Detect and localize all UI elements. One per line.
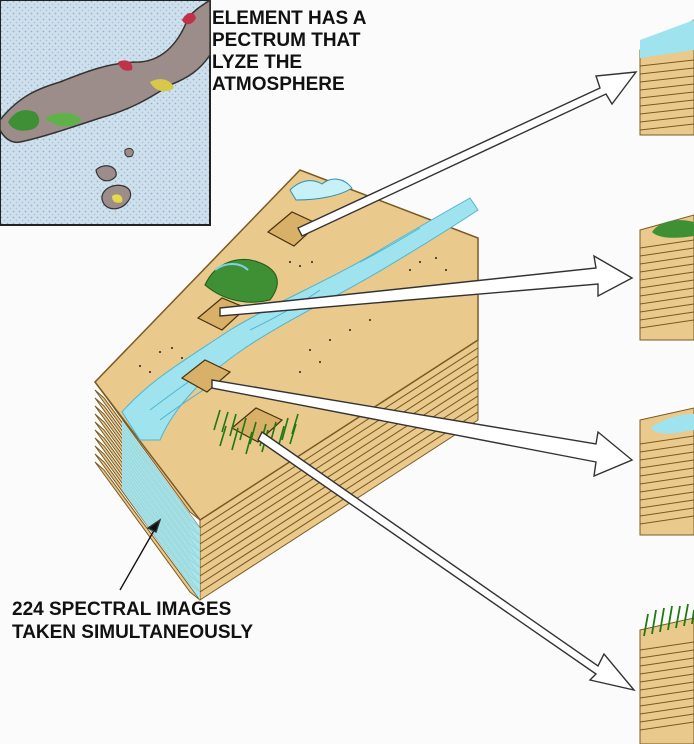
top-caption-line-2: PECTRUM THAT	[212, 30, 366, 52]
spectral-stack-vegetation	[640, 215, 694, 340]
top-caption-line-3: LYZE THE	[212, 52, 366, 74]
top-caption-line-1: ELEMENT HAS A	[212, 8, 366, 30]
top-caption: ELEMENT HAS A PECTRUM THAT LYZE THE ATMO…	[212, 8, 366, 96]
hyperspectral-cube	[95, 170, 478, 600]
top-caption-line-4: ATMOSPHERE	[212, 74, 366, 96]
cube-caption: 224 SPECTRAL IMAGES TAKEN SIMULTANEOUSLY	[12, 598, 253, 644]
inset-map	[0, 0, 210, 225]
cube-caption-line-2: TAKEN SIMULTANEOUSLY	[12, 621, 253, 644]
cube-caption-line-1: 224 SPECTRAL IMAGES	[12, 598, 253, 621]
spectral-stack-forest	[640, 604, 694, 744]
arrow-fourth	[258, 432, 634, 690]
spectral-stacks	[640, 20, 694, 744]
spectral-stack-water	[640, 408, 694, 535]
spectral-stack-ice	[640, 20, 694, 135]
